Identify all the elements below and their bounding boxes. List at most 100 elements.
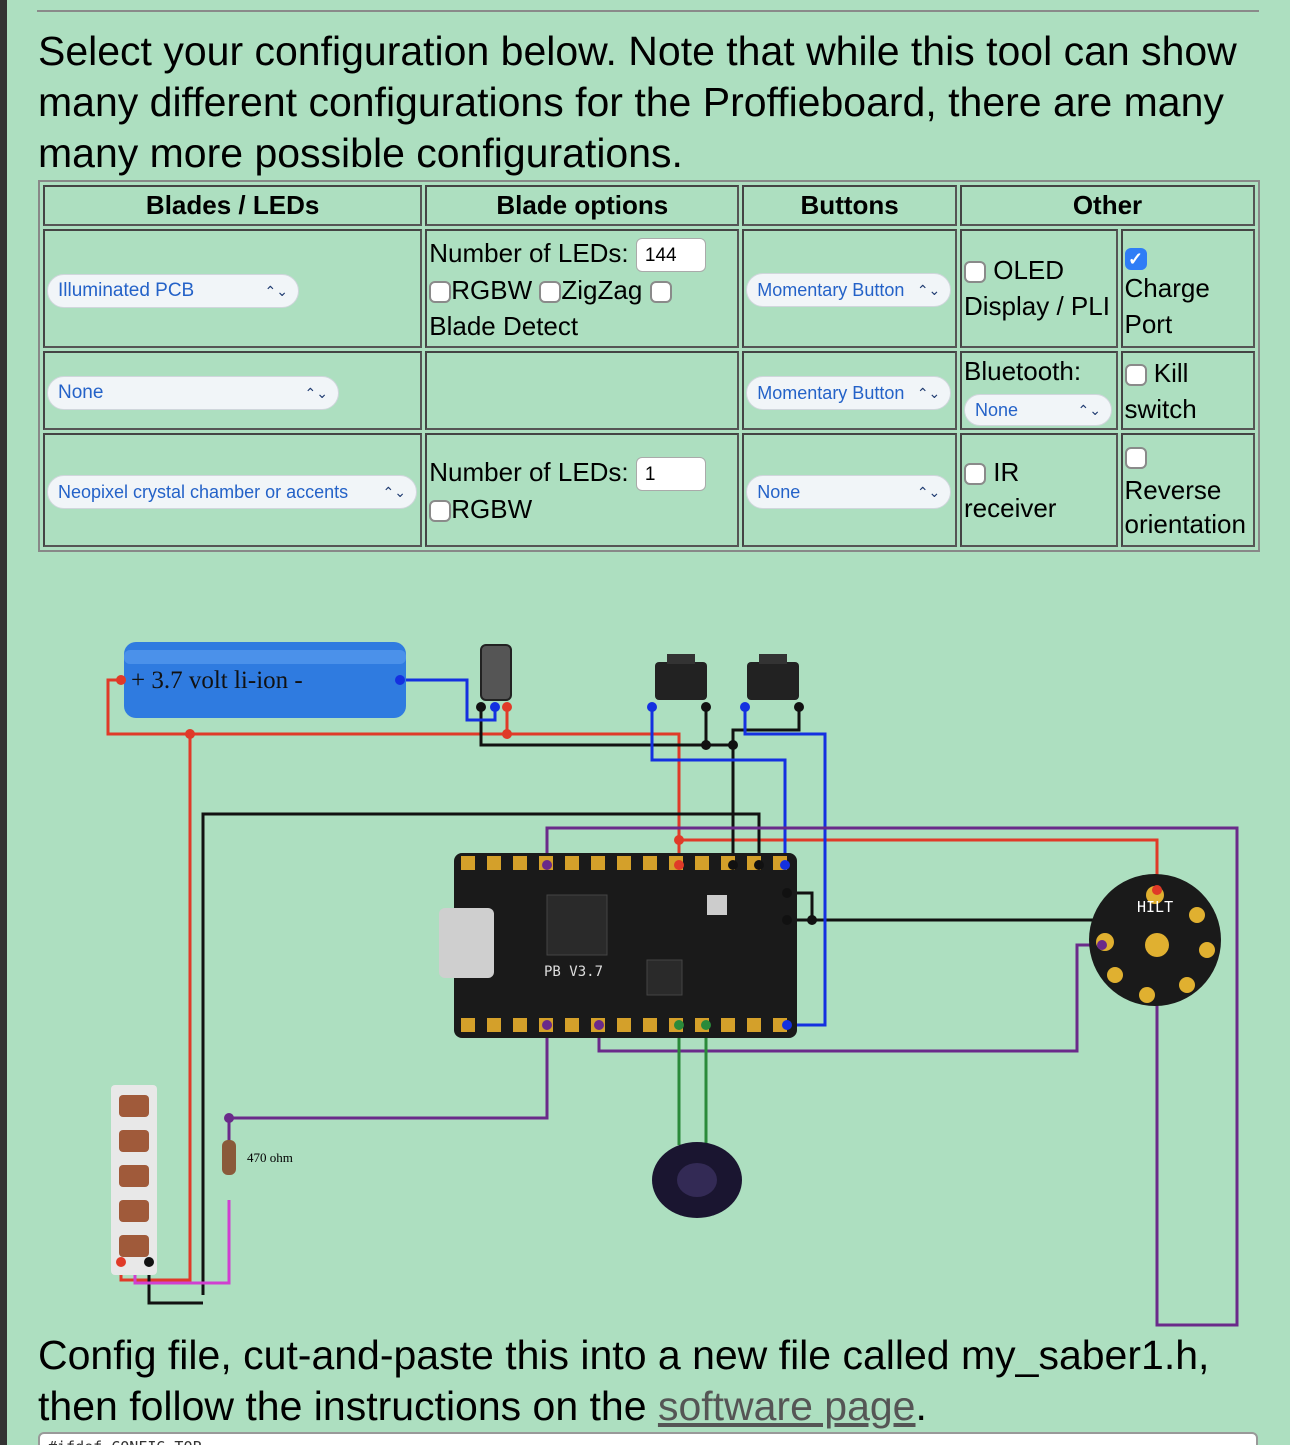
bluetooth-select[interactable]: None ⌃⌄: [963, 394, 1112, 427]
reverse-label: Reverse orientation: [1124, 475, 1246, 540]
kill-switch-cell: Kill switch: [1120, 351, 1255, 431]
wire-blue-btn2: [743, 707, 827, 1027]
software-page-link[interactable]: software page: [657, 1383, 916, 1429]
usb-port: [439, 908, 494, 978]
bluetooth-label: Bluetooth:: [963, 356, 1082, 387]
kill-switch-label: Kill switch: [1124, 357, 1197, 424]
wire-blue-btn1: [650, 707, 787, 865]
header-blade-options: Blade options: [425, 185, 740, 226]
row3-button-cell: None ⌃⌄: [742, 433, 957, 547]
blade-select-1[interactable]: Illuminated PCB ⌃⌄: [47, 273, 299, 308]
reverse-cell: Reverse orientation: [1120, 433, 1255, 547]
button-select-3-value: None: [757, 482, 801, 503]
num-leds-input-1[interactable]: 144: [635, 237, 706, 272]
wire-purple-data: [545, 826, 1239, 1327]
header-buttons: Buttons: [742, 185, 957, 226]
battery-label: + 3.7 volt li-ion -: [131, 667, 303, 694]
charge-port: [480, 644, 512, 701]
chevron-updown-icon: ⌃⌄: [1077, 402, 1101, 419]
blade-select-2[interactable]: None ⌃⌄: [47, 376, 339, 411]
blade-select-2-value: None: [58, 382, 104, 404]
oled-cell: OLED Display / PLI: [959, 228, 1118, 349]
button-2: [747, 662, 799, 700]
chip-amp: [646, 959, 683, 996]
chevron-updown-icon: ⌃⌄: [916, 484, 941, 501]
header-other: Other: [959, 185, 1255, 226]
rgbw-checkbox-3[interactable]: [429, 499, 452, 522]
button-2-cap: [759, 654, 787, 664]
resistor: [222, 1140, 236, 1175]
button-1: [655, 662, 707, 700]
wire-black-btn2: [731, 707, 801, 745]
ir-label: IR receiver: [963, 457, 1057, 524]
wire-blue-batt: [400, 678, 497, 722]
proffieboard: [454, 853, 797, 1038]
button-select-1[interactable]: Momentary Button ⌃⌄: [746, 273, 952, 308]
num-leds-label-3: Number of LEDs:: [429, 456, 629, 487]
zigzag-checkbox[interactable]: [539, 280, 562, 303]
speaker-cone: [677, 1163, 717, 1197]
chevron-updown-icon: ⌃⌄: [916, 282, 941, 299]
row1-blade-cell: Illuminated PCB ⌃⌄: [43, 228, 423, 349]
junction-dots: [116, 675, 1162, 1267]
wire-red-hilt: [679, 838, 1159, 890]
bluetooth-cell: Bluetooth: None ⌃⌄: [959, 351, 1118, 431]
button-select-1-value: Momentary Button: [757, 280, 905, 301]
wire-black-side: [147, 1262, 203, 1305]
num-leds-input-3[interactable]: 1: [635, 456, 706, 491]
button-select-2-value: Momentary Button: [757, 382, 905, 403]
header-blades: Blades / LEDs: [43, 185, 423, 226]
row2-button-cell: Momentary Button ⌃⌄: [742, 351, 957, 431]
outro-text-after: .: [915, 1383, 927, 1429]
blade-select-3[interactable]: Neopixel crystal chamber or accents ⌃⌄: [47, 475, 417, 510]
wire-purple-blade: [227, 1025, 549, 1150]
divider: [37, 10, 1259, 12]
bluetooth-select-value: None: [974, 400, 1019, 421]
config-code-box[interactable]: #ifdef CONFIG_TOP: [38, 1432, 1258, 1445]
blade-detect-checkbox[interactable]: [649, 280, 672, 303]
rgbw-label-3: RGBW: [451, 493, 533, 524]
kill-switch-checkbox[interactable]: [1124, 363, 1147, 386]
chevron-updown-icon: ⌃⌄: [916, 384, 941, 401]
hilt-pads: [1096, 886, 1215, 1003]
chip-main: [546, 894, 608, 956]
board-label: PB V3.7: [544, 964, 603, 980]
oled-checkbox[interactable]: [963, 261, 986, 284]
row1-options-cell: Number of LEDs: 144 RGBW ZigZag Blade De…: [425, 228, 740, 349]
charge-port-cell: ✓ Charge Port: [1120, 228, 1255, 349]
button-select-3[interactable]: None ⌃⌄: [746, 475, 952, 510]
ir-checkbox[interactable]: [963, 463, 986, 486]
reverse-checkbox[interactable]: [1124, 447, 1147, 470]
blade-detect-label: Blade Detect: [429, 310, 579, 341]
blade-select-3-value: Neopixel crystal chamber or accents: [58, 482, 349, 503]
charge-port-checkbox[interactable]: ✓: [1124, 248, 1147, 271]
rgbw-label-1: RGBW: [451, 274, 533, 305]
zigzag-label: ZigZag: [561, 274, 643, 305]
row1-button-cell: Momentary Button ⌃⌄: [742, 228, 957, 349]
wire-black-gnd: [201, 812, 761, 1295]
outro-text: Config file, cut-and-paste this into a n…: [38, 1330, 1278, 1432]
intro-text: Select your configuration below. Note th…: [38, 28, 1237, 176]
resistor-label: 470 ohm: [247, 1150, 293, 1165]
ir-cell: IR receiver: [959, 433, 1118, 547]
chevron-updown-icon: ⌃⌄: [264, 282, 288, 299]
wire-black-main: [479, 707, 735, 865]
page: Select your configuration below. Note th…: [7, 0, 1290, 1445]
rgbw-checkbox-1[interactable]: [429, 280, 452, 303]
button-select-2[interactable]: Momentary Button ⌃⌄: [746, 375, 952, 410]
charge-port-label: Charge Port: [1124, 273, 1210, 340]
chevron-updown-icon: ⌃⌄: [382, 484, 406, 501]
wire-red-board: [507, 732, 681, 865]
chevron-updown-icon: ⌃⌄: [304, 385, 328, 402]
blade-select-1-value: Illuminated PCB: [58, 279, 195, 301]
wiring-diagram: + 3.7 volt li-ion - PB V3.7 HILT: [106, 642, 1239, 1327]
num-leds-label-1: Number of LEDs:: [429, 237, 629, 268]
hilt-label: HILT: [1137, 898, 1173, 916]
wire-purple-data2: [597, 943, 1102, 1053]
battery-highlight: [124, 650, 406, 664]
row2-blade-cell: None ⌃⌄: [43, 351, 423, 431]
board-switch: [707, 895, 727, 915]
oled-label: OLED Display / PLI: [963, 255, 1110, 322]
led-strip-leds: [119, 1095, 149, 1257]
row2-options-cell: [425, 351, 740, 431]
